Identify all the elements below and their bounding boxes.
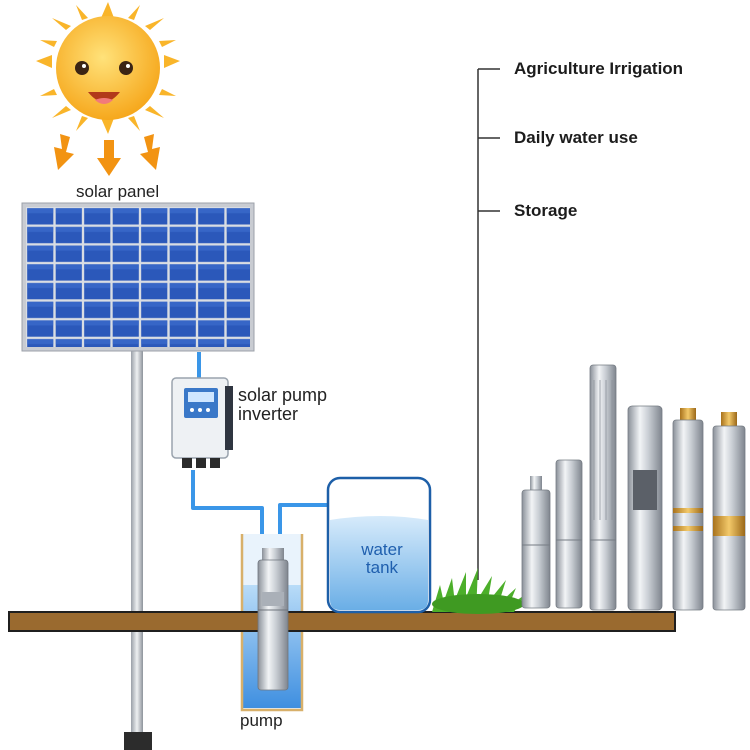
uses-bracket xyxy=(477,68,500,580)
pump-product-4 xyxy=(627,405,663,611)
pole-base xyxy=(124,732,152,750)
mounting-pole xyxy=(131,345,143,737)
sun-icon xyxy=(36,2,180,134)
inverter-label: solar pump inverter xyxy=(238,386,327,424)
ground xyxy=(8,611,676,632)
inverter-icon xyxy=(171,377,233,468)
inverter-label-line2: inverter xyxy=(238,404,299,424)
solar-panel-label: solar panel xyxy=(76,182,160,201)
inverter-label-line1: solar pump xyxy=(238,385,328,405)
pump-product-3 xyxy=(589,364,617,611)
grass-icon xyxy=(432,568,526,614)
solar-panel-icon xyxy=(21,202,255,352)
pump-lineup xyxy=(521,364,746,611)
use-agriculture-irrigation: Agriculture Irrigation xyxy=(514,59,684,78)
pump-product-5 xyxy=(672,408,704,611)
sunlight-arrows xyxy=(54,134,160,176)
pump-label: pump xyxy=(240,711,283,730)
pump-product-6 xyxy=(712,412,746,611)
water-tank-label-line2: tank xyxy=(365,558,399,577)
use-daily-water: Daily water use xyxy=(514,128,638,147)
submersible-pump-icon xyxy=(257,548,289,691)
water-tank xyxy=(326,476,432,614)
water-tank-label: water tank xyxy=(334,541,430,577)
use-storage: Storage xyxy=(514,201,578,220)
pump-product-1 xyxy=(521,476,551,609)
pipes xyxy=(191,352,345,545)
pump-product-2 xyxy=(555,459,583,609)
water-tank-label-line1: water xyxy=(361,540,403,559)
